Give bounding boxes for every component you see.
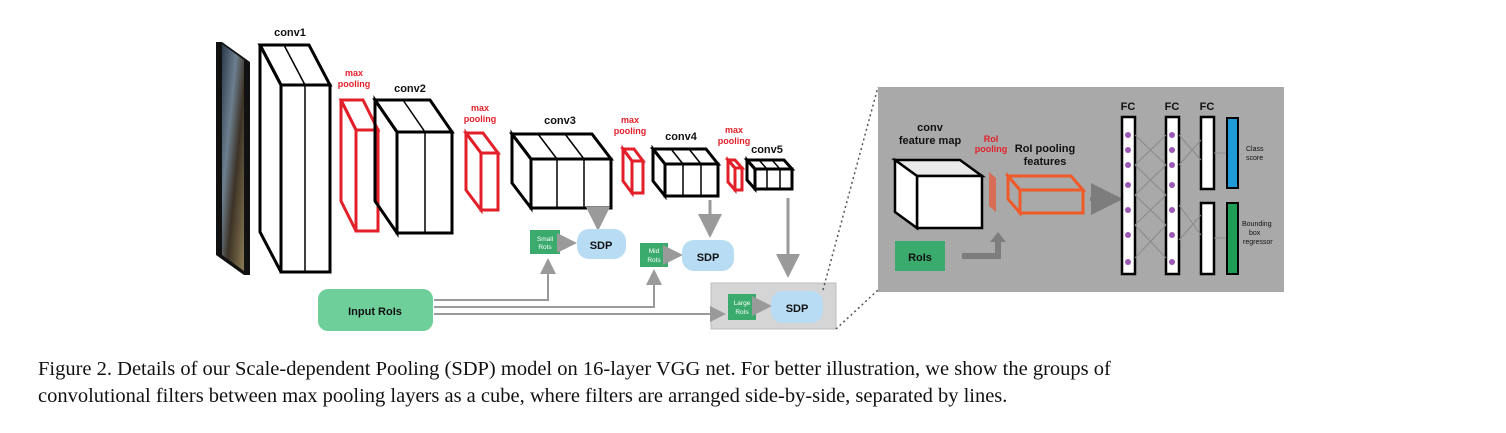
input-rois-routing [434, 258, 726, 322]
max-pooling-4-label-line1: max [725, 125, 743, 135]
bbox-regressor-label-line2: box [1249, 230, 1261, 237]
max-pooling-2 [463, 128, 501, 215]
sdp-unit-mid: Mid RoIs SDP [640, 240, 734, 271]
class-score-label-line2: score [1246, 155, 1263, 162]
figure-caption: Figure 2. Details of our Scale-dependent… [38, 356, 1478, 410]
sdp-label-mid: SDP [697, 252, 720, 264]
roi-pooling-plane [989, 172, 996, 212]
sdp-architecture-diagram: conv1 max pooling conv2 max pooling conv… [216, 27, 1284, 331]
sdp-unit-large: Large RoIs SDP [710, 282, 837, 330]
class-score-bar [1226, 117, 1239, 189]
fc-layer-3-class [1199, 115, 1216, 191]
max-pooling-3-label-line2: pooling [614, 126, 647, 136]
large-rois-label-line2: RoIs [735, 309, 749, 316]
fc-label-2: FC [1165, 101, 1180, 113]
roi-pooling-label-line1: RoI [984, 134, 999, 144]
zoom-lines [822, 86, 879, 330]
fc-neurons [1125, 132, 1175, 265]
roi-pooling-features-label-line2: features [1024, 156, 1067, 168]
sdp-label-large: SDP [786, 303, 809, 315]
roi-pooling-features-block [1004, 171, 1087, 218]
bbox-regressor-label-line1: Bounding [1242, 221, 1272, 228]
sdp-box-small [577, 229, 626, 259]
max-pooling-2-label-line1: max [471, 103, 489, 113]
input-rois-box [318, 289, 433, 331]
conv5-block [743, 156, 796, 193]
large-rois-box [728, 294, 756, 320]
conv5-label: conv5 [751, 144, 783, 156]
class-score-label-line1: Class [1246, 146, 1264, 153]
caption-line-1: Figure 2. Details of our Scale-dependent… [38, 358, 1111, 380]
max-pooling-3-label-line1: max [621, 115, 639, 125]
fc-layer-2 [1164, 115, 1181, 276]
mid-rois-label-line2: RoIs [647, 257, 661, 264]
bbox-regressor-label-line3: regressor [1243, 239, 1273, 246]
mid-rois-label-line1: Mid [649, 248, 660, 255]
detail-panel: conv feature map RoI pooling RoI pooling… [878, 87, 1284, 292]
input-image [216, 42, 250, 275]
fc-label-3: FC [1200, 101, 1215, 113]
fc-connections [1134, 134, 1226, 259]
fc-label-1: FC [1121, 101, 1136, 113]
input-rois-label: Input RoIs [348, 306, 402, 318]
small-rois-box [530, 230, 560, 254]
fc-layer-3-bbox [1199, 201, 1216, 276]
roi-pooling-label-line2: pooling [975, 144, 1008, 154]
max-pooling-1 [338, 98, 381, 233]
fc-layer-1 [1120, 115, 1137, 276]
bbox-regressor-bar [1226, 202, 1239, 275]
sdp-box-mid [682, 240, 734, 271]
conv-feature-map-label-line1: conv [917, 122, 944, 134]
conv1-label: conv1 [274, 27, 306, 39]
sdp-unit-small: Small RoIs SDP [530, 229, 626, 259]
conv4-label: conv4 [665, 131, 698, 143]
max-pooling-4-label-line2: pooling [718, 136, 751, 146]
small-rois-label-line2: RoIs [538, 244, 552, 251]
conv2-block [372, 95, 455, 238]
caption-line-2: convolutional filters between max poolin… [38, 385, 1008, 407]
conv4-block [649, 144, 722, 201]
sdp-label-small: SDP [590, 240, 613, 252]
conv-feature-map-cube [891, 157, 986, 231]
detail-rois-label: RoIs [908, 252, 932, 264]
conv-to-sdp-arrows [586, 198, 800, 278]
conv3-block [508, 129, 615, 213]
sdp-box-large [771, 291, 823, 323]
conv1-block [257, 43, 333, 274]
max-pooling-2-label-line2: pooling [464, 114, 497, 124]
max-pooling-1-label-line2: pooling [338, 79, 371, 89]
large-rois-label-line1: Large [734, 300, 751, 307]
detail-rois-box [895, 241, 945, 271]
max-pooling-1-label-line1: max [345, 68, 363, 78]
small-rois-label-line1: Small [537, 236, 554, 243]
conv2-label: conv2 [394, 83, 426, 95]
conv-feature-map-label-line2: feature map [899, 135, 962, 147]
roi-pooling-features-label-line1: RoI pooling [1015, 143, 1075, 155]
max-pooling-3 [620, 144, 646, 198]
conv3-label: conv3 [544, 115, 576, 127]
max-pooling-4 [724, 156, 746, 194]
